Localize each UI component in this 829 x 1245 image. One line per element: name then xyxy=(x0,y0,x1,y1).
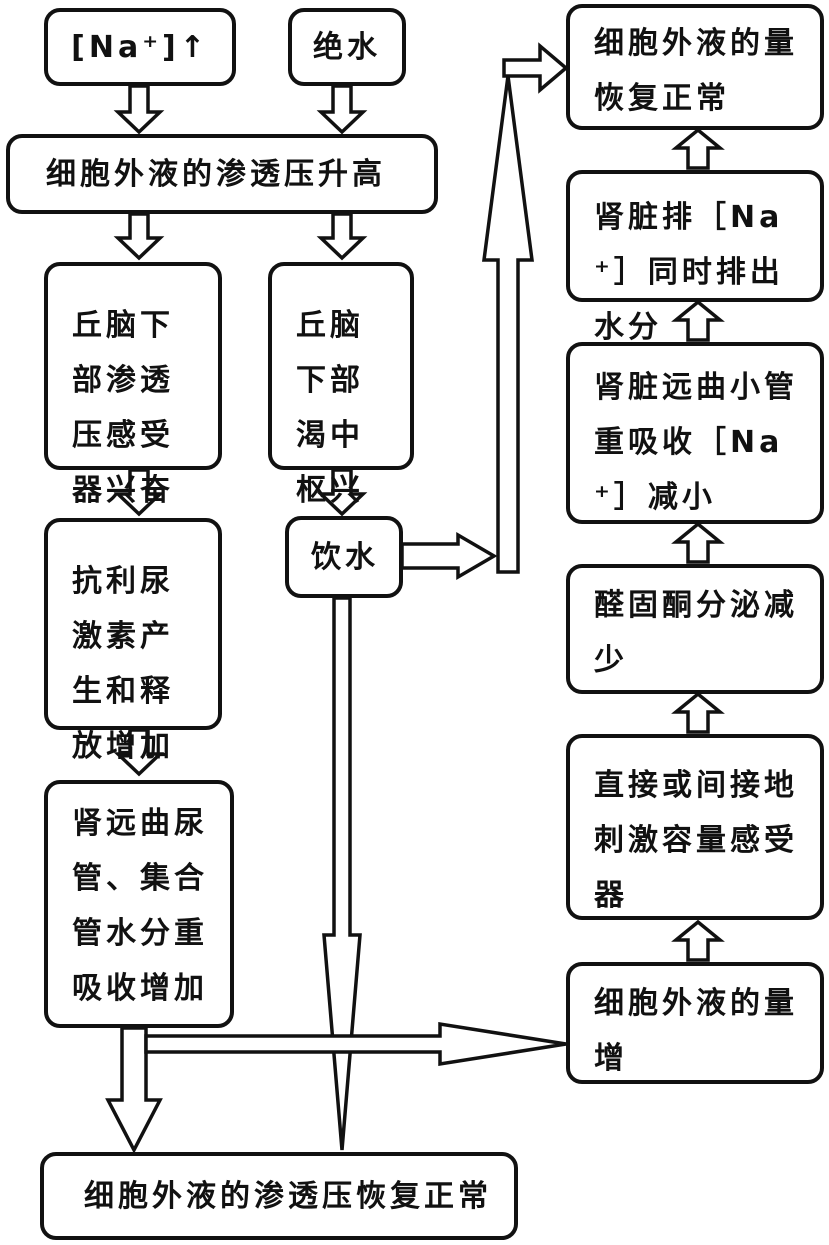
arrow-up-tall xyxy=(482,75,534,574)
arrow-osmotic-to-thirst xyxy=(316,212,368,261)
box-kidney-excrete: 肾脏排［Na⁺］同时排出水分 xyxy=(566,170,824,345)
arrow-up-3 xyxy=(671,521,725,564)
box-no-water: 绝水 xyxy=(288,8,406,86)
arrow-drink-to-right xyxy=(400,531,498,581)
box-adh-increase: 抗利尿激素产生和释放增加 xyxy=(44,518,222,764)
box-thirst-center: 丘脑下部渴中枢兴奋 xyxy=(268,262,414,563)
box-volume-increase: 细胞外液的量增 xyxy=(566,962,824,1084)
box-water-reabsorption: 肾远曲尿管、集合管水分重吸收增加 xyxy=(44,780,234,1028)
arrow-water-to-osmotic xyxy=(316,84,368,135)
arrow-up-4 xyxy=(671,691,725,734)
box-na-reabsorb-decrease: 肾脏远曲小管重吸收［Na⁺］减小 xyxy=(566,342,824,524)
box-volume-receptor: 直接或间接地刺激容量感受器 xyxy=(566,734,824,920)
arrow-to-volume-normal xyxy=(502,42,569,94)
box-osmotic-rise: 细胞外液的渗透压升高 xyxy=(6,134,438,214)
arrow-up-2 xyxy=(671,299,725,342)
arrow-adh-to-reabsorb xyxy=(113,728,165,777)
arrow-na-to-osmotic xyxy=(113,84,165,135)
arrow-reabsorb-to-volume xyxy=(144,1021,567,1067)
box-drink-water: 饮水 xyxy=(285,516,403,598)
arrow-osmotic-to-receptor xyxy=(113,212,165,261)
arrow-thirst-to-drink xyxy=(316,468,368,517)
box-osmotic-normal: 细胞外液的渗透压恢复正常 xyxy=(40,1152,518,1240)
box-hypothalamus-receptor: 丘脑下部渗透压感受器兴奋 xyxy=(44,262,222,508)
box-na-up: [Na⁺]↑ xyxy=(44,8,236,86)
arrow-drink-to-normal xyxy=(322,596,362,1151)
arrow-up-1 xyxy=(671,127,725,170)
box-volume-normal: 细胞外液的量恢复正常 xyxy=(566,4,824,130)
box-aldosterone-decrease: 醛固酮分泌减少 xyxy=(566,564,824,694)
arrow-receptor-to-adh xyxy=(113,468,165,517)
arrow-up-5 xyxy=(671,919,725,962)
